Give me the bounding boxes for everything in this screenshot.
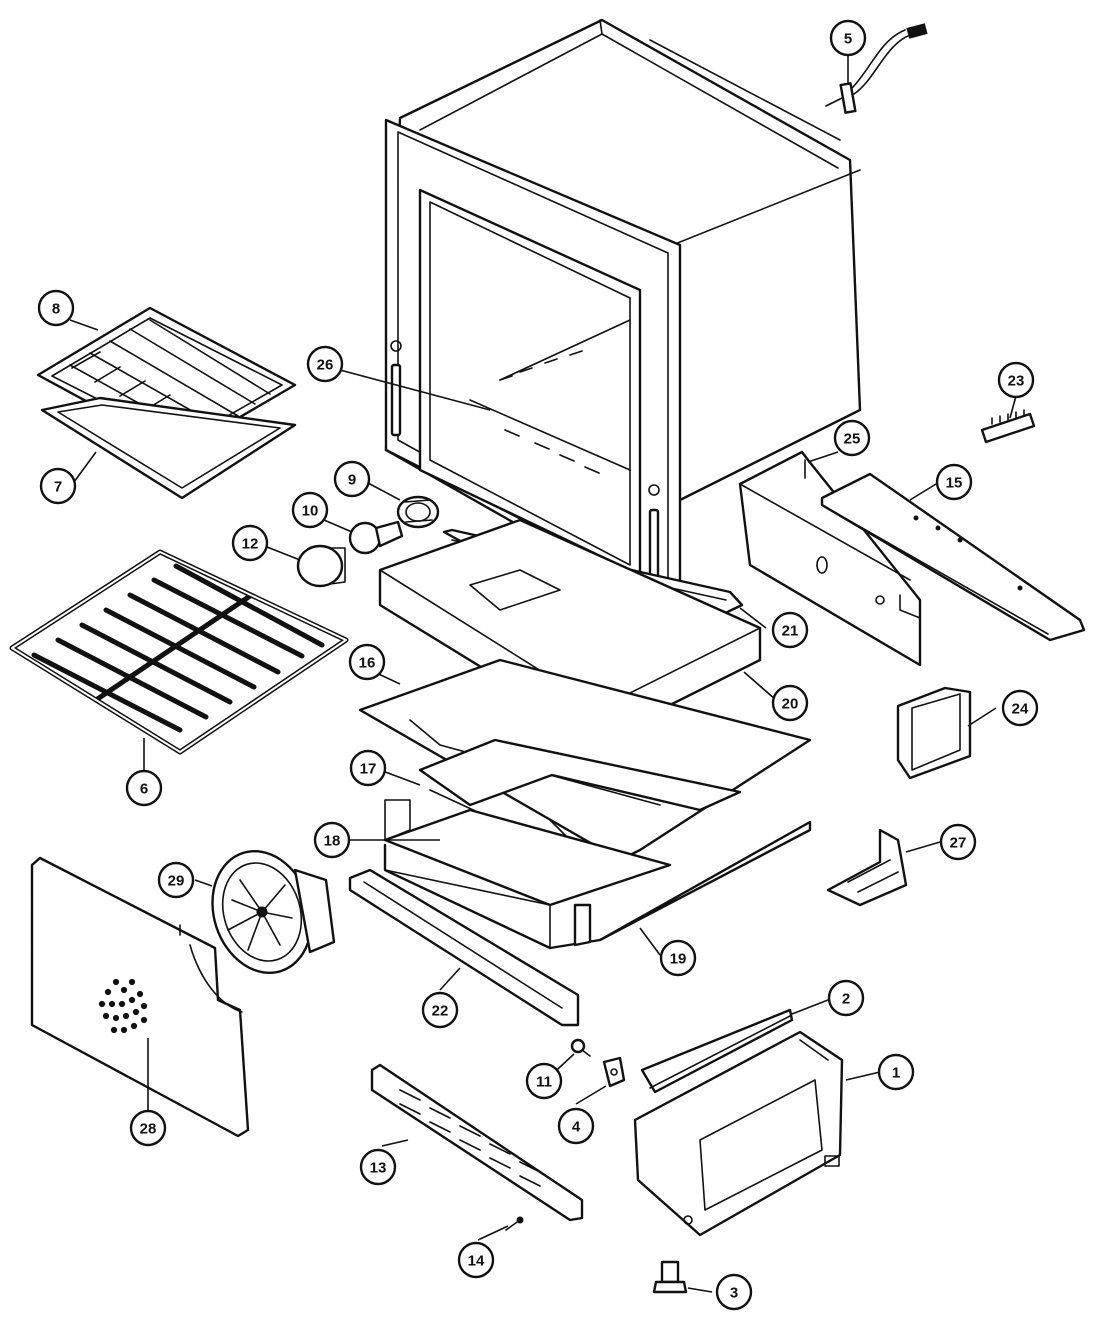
part-18-tray-liner — [383, 799, 672, 907]
svg-text:12: 12 — [242, 536, 259, 553]
callout-21: 21 — [771, 611, 809, 649]
part-27-angle-bracket — [826, 828, 908, 907]
svg-text:29: 29 — [168, 873, 185, 890]
callout-10: 10 — [291, 491, 329, 529]
svg-text:17: 17 — [360, 761, 377, 778]
svg-text:19: 19 — [670, 951, 687, 968]
callout-20: 20 — [771, 684, 809, 722]
part-4-clip — [602, 1056, 626, 1088]
callout-19: 19 — [659, 939, 697, 977]
svg-text:5: 5 — [844, 31, 852, 48]
callout-14: 14 — [457, 1241, 495, 1279]
svg-text:27: 27 — [950, 835, 967, 852]
callout-27: 27 — [939, 823, 977, 861]
part-14-screw — [505, 1216, 524, 1231]
callouts: 5 8 7 9 10 12 6 26 23 25 15 21 20 16 24 … — [37, 19, 1039, 1311]
svg-text:20: 20 — [782, 696, 799, 713]
svg-text:14: 14 — [468, 1253, 485, 1270]
callout-4: 4 — [557, 1107, 595, 1145]
part-7-broiler-pan — [40, 396, 297, 500]
svg-text:13: 13 — [370, 1160, 387, 1177]
part-19-drawer-pan — [383, 820, 812, 950]
part-23-terminal-block — [980, 409, 1036, 444]
callout-12: 12 — [231, 524, 269, 562]
svg-text:10: 10 — [302, 503, 319, 520]
svg-text:23: 23 — [1008, 373, 1025, 390]
part-3-leveling-leg — [652, 1260, 688, 1294]
callout-26: 26 — [306, 345, 344, 383]
svg-text:22: 22 — [432, 1003, 449, 1020]
part-6-oven-rack — [9, 549, 349, 755]
callout-13: 13 — [359, 1148, 397, 1186]
callout-25: 25 — [833, 419, 871, 457]
svg-text:21: 21 — [782, 623, 799, 640]
oven-cavity — [384, 18, 862, 602]
part-29-convection-fan — [211, 849, 336, 975]
callout-9: 9 — [333, 460, 371, 498]
part-5-sensor — [825, 23, 928, 114]
part-10-light-bulb — [348, 520, 404, 555]
callout-24: 24 — [1001, 689, 1039, 727]
callout-18: 18 — [313, 821, 351, 859]
callout-8: 8 — [37, 289, 75, 327]
svg-text:7: 7 — [54, 479, 62, 496]
part-2-bracket — [640, 1008, 794, 1094]
svg-text:9: 9 — [348, 472, 356, 489]
svg-text:6: 6 — [140, 781, 148, 798]
part-11-screw — [570, 1038, 591, 1057]
callout-22: 22 — [421, 991, 459, 1029]
callout-11: 11 — [525, 1062, 563, 1100]
svg-text:26: 26 — [317, 357, 334, 374]
callout-15: 15 — [935, 463, 973, 501]
part-1-drawer-frame — [633, 1030, 844, 1237]
svg-text:1: 1 — [892, 1065, 900, 1082]
callout-16: 16 — [348, 643, 386, 681]
callout-6: 6 — [125, 769, 163, 807]
svg-text:8: 8 — [52, 301, 60, 318]
callout-17: 17 — [349, 749, 387, 787]
part-13-kick-panel — [370, 1063, 584, 1222]
callout-28: 28 — [129, 1109, 167, 1147]
part-9-light-socket — [396, 495, 440, 529]
callout-7: 7 — [39, 467, 77, 505]
part-15-top-panel — [820, 472, 1086, 642]
callout-5: 5 — [829, 19, 867, 57]
part-22-trim-strip — [348, 868, 580, 1027]
svg-text:18: 18 — [324, 833, 341, 850]
callout-29: 29 — [157, 861, 195, 899]
part-24-bracket-box — [896, 686, 972, 780]
part-28-rear-panel — [30, 856, 250, 1138]
svg-text:2: 2 — [842, 991, 850, 1008]
svg-text:28: 28 — [140, 1121, 157, 1138]
part-25-side-panel — [738, 450, 922, 667]
svg-text:4: 4 — [572, 1119, 581, 1136]
svg-text:16: 16 — [359, 655, 376, 672]
callout-3: 3 — [715, 1273, 753, 1311]
svg-text:11: 11 — [536, 1074, 552, 1091]
callout-23: 23 — [997, 361, 1035, 399]
part-12-light-lens — [296, 544, 346, 588]
svg-text:24: 24 — [1012, 701, 1029, 718]
callout-2: 2 — [827, 979, 865, 1017]
vent-holes — [98, 978, 148, 1034]
svg-text:15: 15 — [946, 475, 963, 492]
svg-text:3: 3 — [730, 1285, 738, 1302]
callout-1: 1 — [877, 1053, 915, 1091]
svg-text:25: 25 — [844, 431, 861, 448]
